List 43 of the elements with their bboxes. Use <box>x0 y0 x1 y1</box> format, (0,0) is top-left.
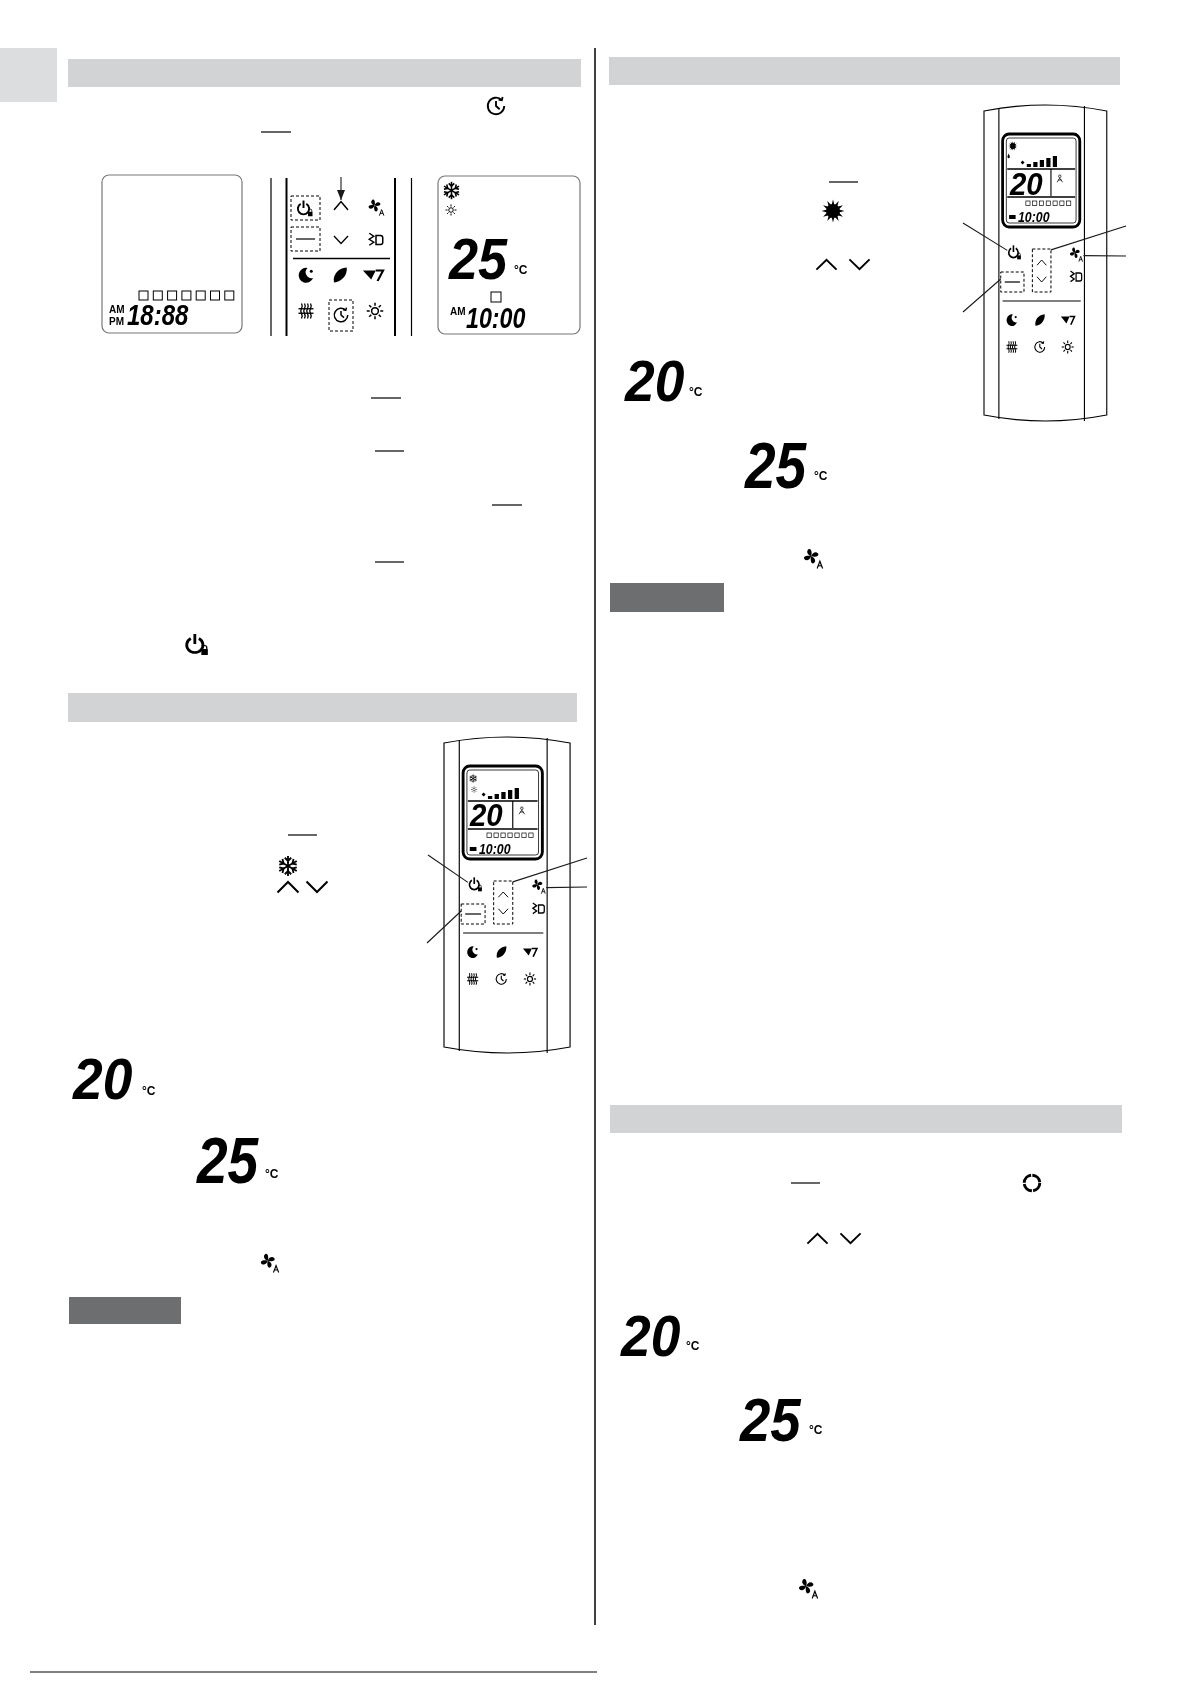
lcd-digits: 20 <box>73 1050 133 1108</box>
leader-line <box>427 854 469 883</box>
leader-line <box>962 278 1002 313</box>
power-lock-icon <box>1007 244 1021 260</box>
unit-label: °C <box>514 264 528 276</box>
power-lock-icon <box>468 876 482 892</box>
leader-line <box>962 222 1008 251</box>
leader-line <box>1082 255 1127 257</box>
note-heading-bar <box>69 1297 181 1324</box>
up-chevron-icon <box>333 200 349 211</box>
lcd-digits: 18:88 <box>127 300 189 330</box>
leader-line <box>545 886 588 889</box>
unit-label: °C <box>814 470 828 482</box>
lcd-digits: 25 <box>740 1389 801 1451</box>
time-period-label: AM <box>450 307 466 317</box>
lcd-digits: 25 <box>449 230 508 288</box>
lcd-digits: 10:00 <box>466 304 526 333</box>
dash-key <box>1000 271 1025 293</box>
fan-icon <box>532 879 546 895</box>
lcd-digits: 10:00 <box>479 842 511 856</box>
lcd-digits: 25 <box>745 434 807 498</box>
lcd-digits: 25 <box>197 1129 259 1193</box>
unit-label: °C <box>265 1168 279 1180</box>
lcd-digits: 20 <box>1010 168 1043 200</box>
lcd-digits: 20 <box>470 799 503 831</box>
fan-icon <box>1069 247 1083 263</box>
up-down-keys <box>1031 248 1052 293</box>
lcd-digits: 20 <box>625 352 685 410</box>
note-heading-bar <box>610 583 724 612</box>
unit-label: °C <box>686 1340 700 1352</box>
time-period-label: PM <box>109 317 124 327</box>
unit-label: °C <box>809 1424 823 1436</box>
dash-key <box>460 903 486 925</box>
unit-label: °C <box>142 1085 156 1097</box>
unit-label: °C <box>689 386 703 398</box>
leader-line <box>512 857 588 883</box>
lcd-digits: 20 <box>621 1307 681 1365</box>
time-period-label: AM <box>109 305 125 315</box>
leader-line <box>426 910 462 944</box>
lcd-digits: 10:00 <box>1018 210 1050 224</box>
leader-line <box>1050 225 1127 251</box>
up-down-keys <box>493 880 514 925</box>
arrow <box>337 176 345 201</box>
